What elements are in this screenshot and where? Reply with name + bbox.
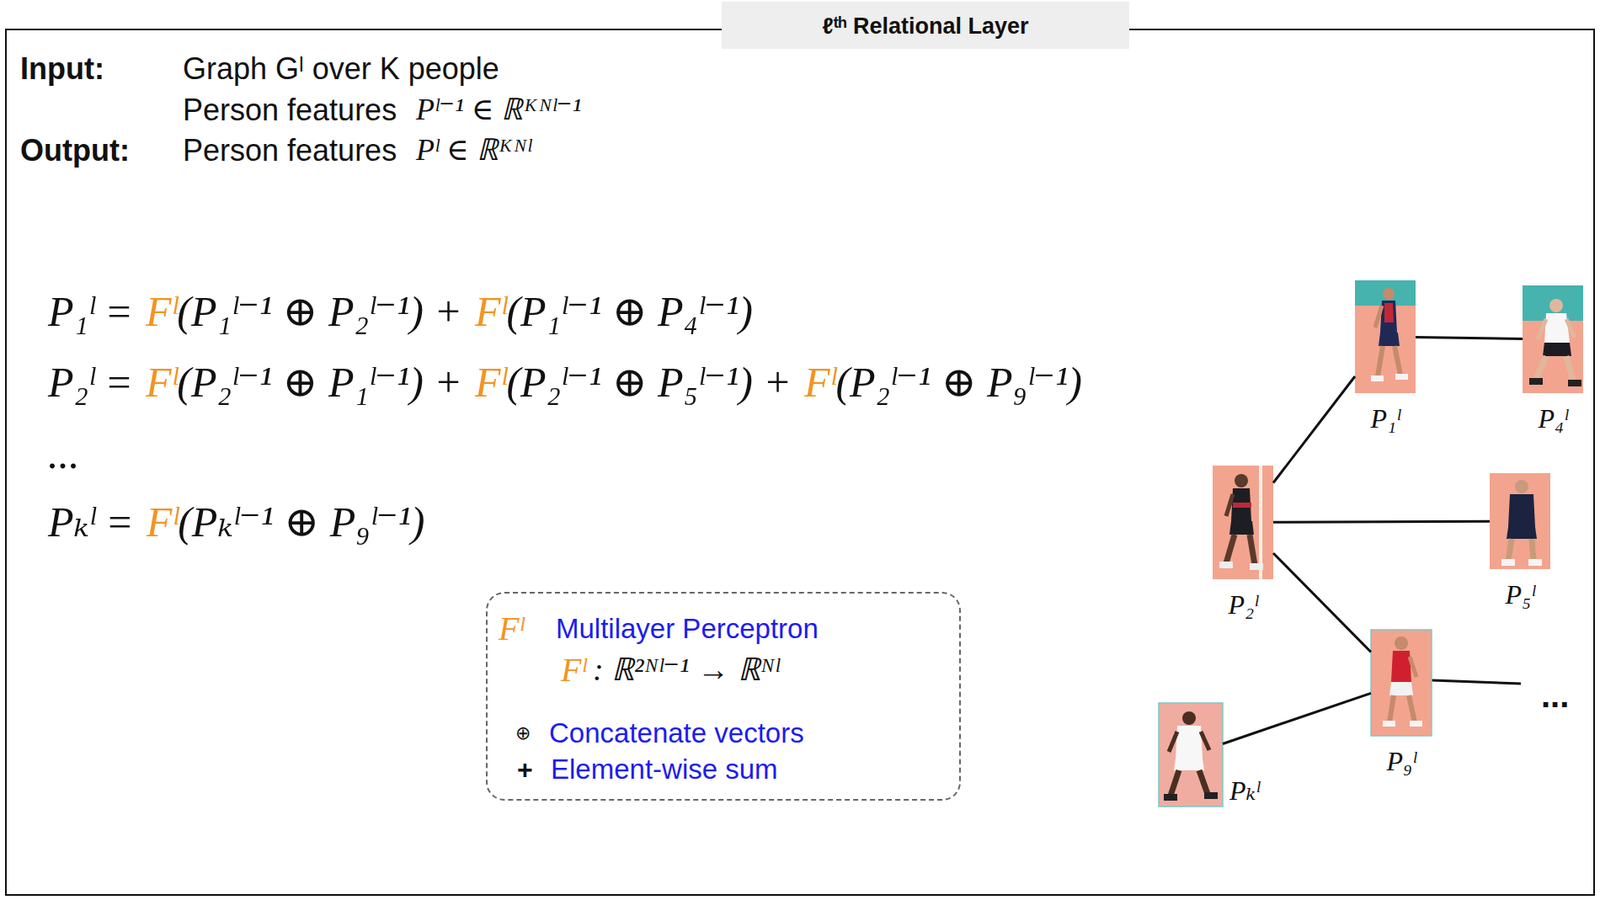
legend-text: Element-wise sum [550, 752, 779, 787]
legend-text: Multilayer Perceptron [555, 612, 819, 646]
function-symbol: Fˡ [474, 286, 507, 337]
node-label: P₄ˡ [1537, 402, 1568, 435]
io-text: Person features [182, 132, 397, 169]
player-photo [1212, 465, 1274, 580]
function-symbol: Fˡ [498, 608, 524, 650]
graph-edge [1273, 521, 1490, 523]
layer-title: ℓᵗʰ Relational Layer [821, 12, 1029, 40]
equation-term: (P₂ˡ⁻¹ ⊕ P₉ˡ⁻¹) [835, 357, 1082, 408]
equation-term: P₁ˡ = [48, 286, 134, 337]
person-node: P₉ˡ [1370, 629, 1432, 736]
operator-symbol: ⊕ [515, 722, 531, 745]
title-tab: ℓᵗʰ Relational Layer [721, 1, 1130, 49]
function-symbol: Fˡ [804, 357, 836, 408]
equation-term: ... [48, 428, 80, 480]
equation-term: (P₂ˡ⁻¹ ⊕ P₁ˡ⁻¹) + [176, 357, 463, 408]
player-photo [1354, 280, 1416, 394]
person-node: Pₖˡ [1158, 703, 1223, 807]
graph-continuation-line [1431, 680, 1521, 684]
math-expression: Pˡ⁻¹ ∈ ℝᴷᴺˡ⁻¹ [416, 91, 582, 128]
operator-symbol: + [517, 753, 534, 786]
io-text: Graph Gˡ over K people [182, 50, 500, 87]
node-label: Pₖˡ [1229, 774, 1260, 807]
function-symbol: Fˡ [474, 357, 507, 408]
io-heading: Input: [20, 50, 105, 87]
equation-term: (P₁ˡ⁻¹ ⊕ P₂ˡ⁻¹) + [176, 286, 463, 337]
equation-term: Pₖˡ = [48, 496, 134, 548]
function-symbol: Fˡ [145, 286, 177, 337]
player-photo [1158, 703, 1223, 807]
math-expression: : ℝ²ᴺˡ⁻¹ → ℝᴺˡ [592, 650, 779, 690]
person-node: P₅ˡ [1489, 473, 1551, 570]
legend-box: FˡMultilayer PerceptronFˡ: ℝ²ᴺˡ⁻¹ → ℝᴺˡ⊕… [485, 592, 961, 801]
math-expression: Pˡ ∈ ℝᴷᴺˡ [416, 132, 532, 169]
io-heading: Output: [20, 132, 130, 169]
node-label: P₂ˡ [1227, 588, 1258, 621]
node-label: P₉ˡ [1386, 745, 1416, 778]
equation-term: P₂ˡ = [48, 357, 134, 408]
person-node: P₂ˡ [1212, 465, 1274, 580]
node-label: P₅ˡ [1504, 578, 1535, 611]
graph-edge [1273, 376, 1355, 484]
io-text: Person features [182, 91, 397, 128]
player-photo [1522, 285, 1584, 394]
equation-term: (P₁ˡ⁻¹ ⊕ P₄ˡ⁻¹) [506, 286, 752, 337]
graph-edge [1415, 337, 1523, 340]
function-symbol: Fˡ [146, 496, 178, 548]
equation-term: (P₂ˡ⁻¹ ⊕ P₅ˡ⁻¹) + [506, 357, 792, 408]
graph-edge [1273, 553, 1371, 653]
player-photo [1489, 473, 1551, 570]
graph-edge [1222, 693, 1371, 744]
equation-term: (Pₖˡ⁻¹ ⊕ P₉ˡ⁻¹) [177, 496, 425, 548]
person-node: P₁ˡ [1354, 280, 1416, 394]
player-photo [1370, 629, 1432, 736]
legend-text: Concatenate vectors [549, 716, 805, 751]
node-label: P₁ˡ [1370, 402, 1400, 435]
function-symbol: Fˡ [145, 357, 177, 408]
person-node: P₄ˡ [1522, 285, 1584, 394]
continuation-dots: ... [1541, 675, 1569, 716]
function-symbol: Fˡ [560, 650, 587, 691]
